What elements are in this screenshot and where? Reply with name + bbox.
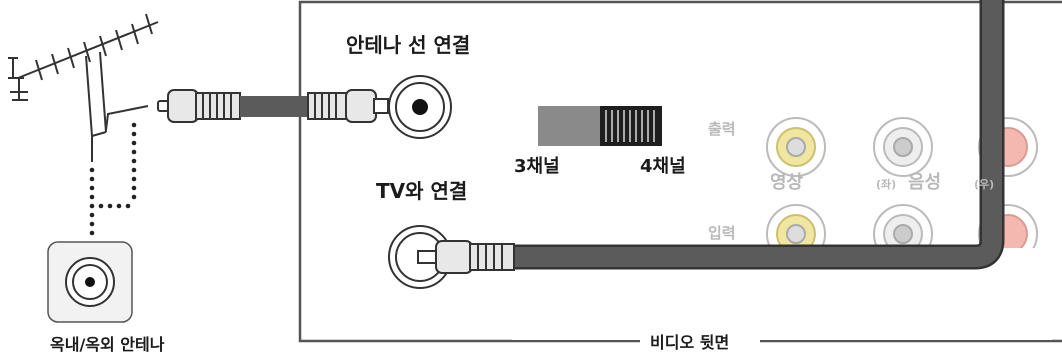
antenna-connect-label: 안테나 선 연결 [346,33,470,57]
wall-antenna-socket-icon [47,241,133,323]
channel-switch [538,106,662,146]
channel-3-label: 3채널 [514,156,560,177]
antenna-cable [157,89,389,123]
antenna-dotted-wire [89,122,137,236]
video-label: 영상 [770,172,804,193]
output-label: 출력 [708,120,736,138]
indoor-outdoor-antenna-label: 옥내/옥외 안테나 [50,335,165,354]
audio-left-output-jack-icon [873,117,933,177]
audio-left-label: (좌) [876,177,896,191]
tv-cable [417,0,1005,274]
channel-4-label: 4채널 [640,156,686,177]
video-output-jack-icon [766,117,826,177]
outdoor-antenna-icon [8,13,159,162]
tv-connect-label: TV와 연결 [376,179,467,203]
antenna-input-jack-icon [388,75,452,139]
input-label: 입력 [708,224,736,242]
vcr-rear-caption: 비디오 뒷면 [650,333,729,352]
audio-label: 음성 [908,172,941,193]
audio-right-label: (우) [974,178,994,191]
caption-gap [640,330,760,352]
